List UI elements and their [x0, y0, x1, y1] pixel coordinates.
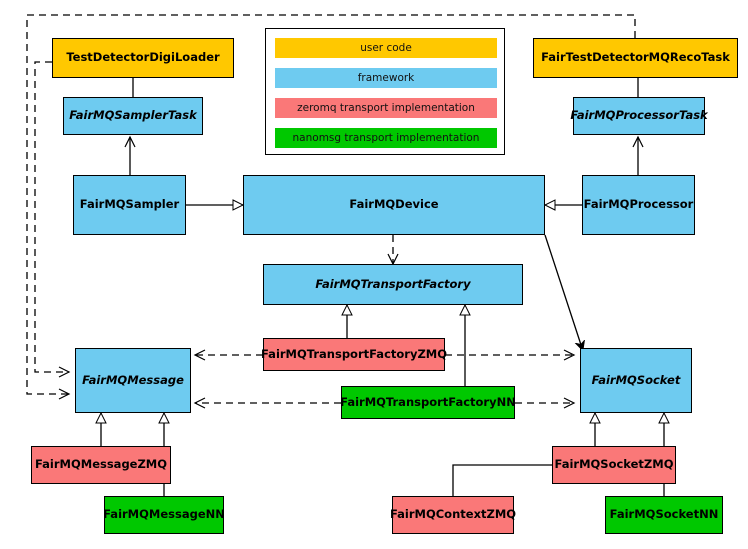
class-box-fairmqsocket[interactable]: FairMQSocket	[580, 348, 692, 413]
assoc-device-socket	[544, 234, 583, 351]
class-box-fairmqsocketnn[interactable]: FairMQSocketNN	[605, 496, 723, 534]
class-box-testdetectordigiloader[interactable]: TestDetectorDigiLoader	[52, 38, 234, 78]
legend-item-nanomsg: nanomsg transport implementation	[275, 128, 497, 148]
class-box-fairmqprocessor[interactable]: FairMQProcessor	[582, 175, 695, 235]
class-box-fairmqsampler[interactable]: FairMQSampler	[73, 175, 186, 235]
legend-item-user-code: user code	[275, 38, 497, 58]
class-box-fairmqprocessortask[interactable]: FairMQProcessorTask	[570, 97, 708, 135]
class-box-fairmqdevice[interactable]: FairMQDevice	[243, 175, 545, 235]
class-box-fairmqsamplertask[interactable]: FairMQSamplerTask	[63, 97, 203, 135]
class-box-fairmqmessage[interactable]: FairMQMessage	[75, 348, 191, 413]
class-box-fairmqsocketzmq[interactable]: FairMQSocketZMQ	[552, 446, 676, 484]
legend-item-zeromq: zeromq transport implementation	[275, 98, 497, 118]
class-box-fairmqmessagezmq[interactable]: FairMQMessageZMQ	[31, 446, 171, 484]
class-box-fairmqmessagenn[interactable]: FairMQMessageNN	[103, 496, 225, 534]
class-box-fairmqtransportfactorynn[interactable]: FairMQTransportFactoryNN	[340, 386, 516, 419]
class-box-fairmqcontextzmq[interactable]: FairMQContextZMQ	[390, 496, 516, 534]
legend-item-framework: framework	[275, 68, 497, 88]
class-box-fairtestdetectormqrecotask[interactable]: FairTestDetectorMQRecoTask	[533, 38, 738, 78]
class-box-fairmqtransportfactoryzmq[interactable]: FairMQTransportFactoryZMQ	[261, 338, 447, 371]
comp-socketzmq-contextzmq	[452, 459, 569, 496]
legend-panel: user code framework zeromq transport imp…	[265, 28, 505, 155]
class-box-fairmqtransportfactory[interactable]: FairMQTransportFactory	[263, 264, 523, 305]
